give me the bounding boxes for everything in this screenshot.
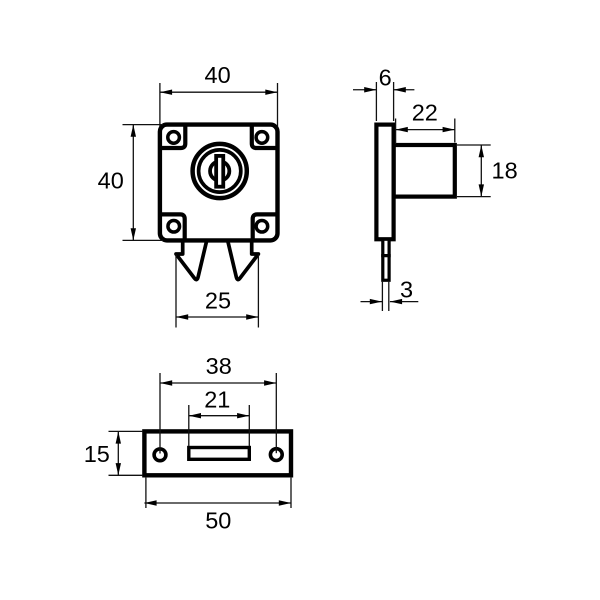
svg-text:38: 38	[206, 353, 232, 379]
svg-text:21: 21	[204, 387, 230, 413]
svg-text:40: 40	[205, 62, 231, 88]
svg-text:6: 6	[379, 64, 392, 90]
svg-text:15: 15	[84, 441, 110, 467]
svg-text:18: 18	[492, 157, 518, 183]
svg-text:3: 3	[400, 276, 413, 302]
svg-text:40: 40	[98, 167, 124, 193]
svg-text:25: 25	[205, 288, 231, 314]
svg-text:50: 50	[205, 508, 231, 534]
svg-text:22: 22	[412, 100, 438, 126]
